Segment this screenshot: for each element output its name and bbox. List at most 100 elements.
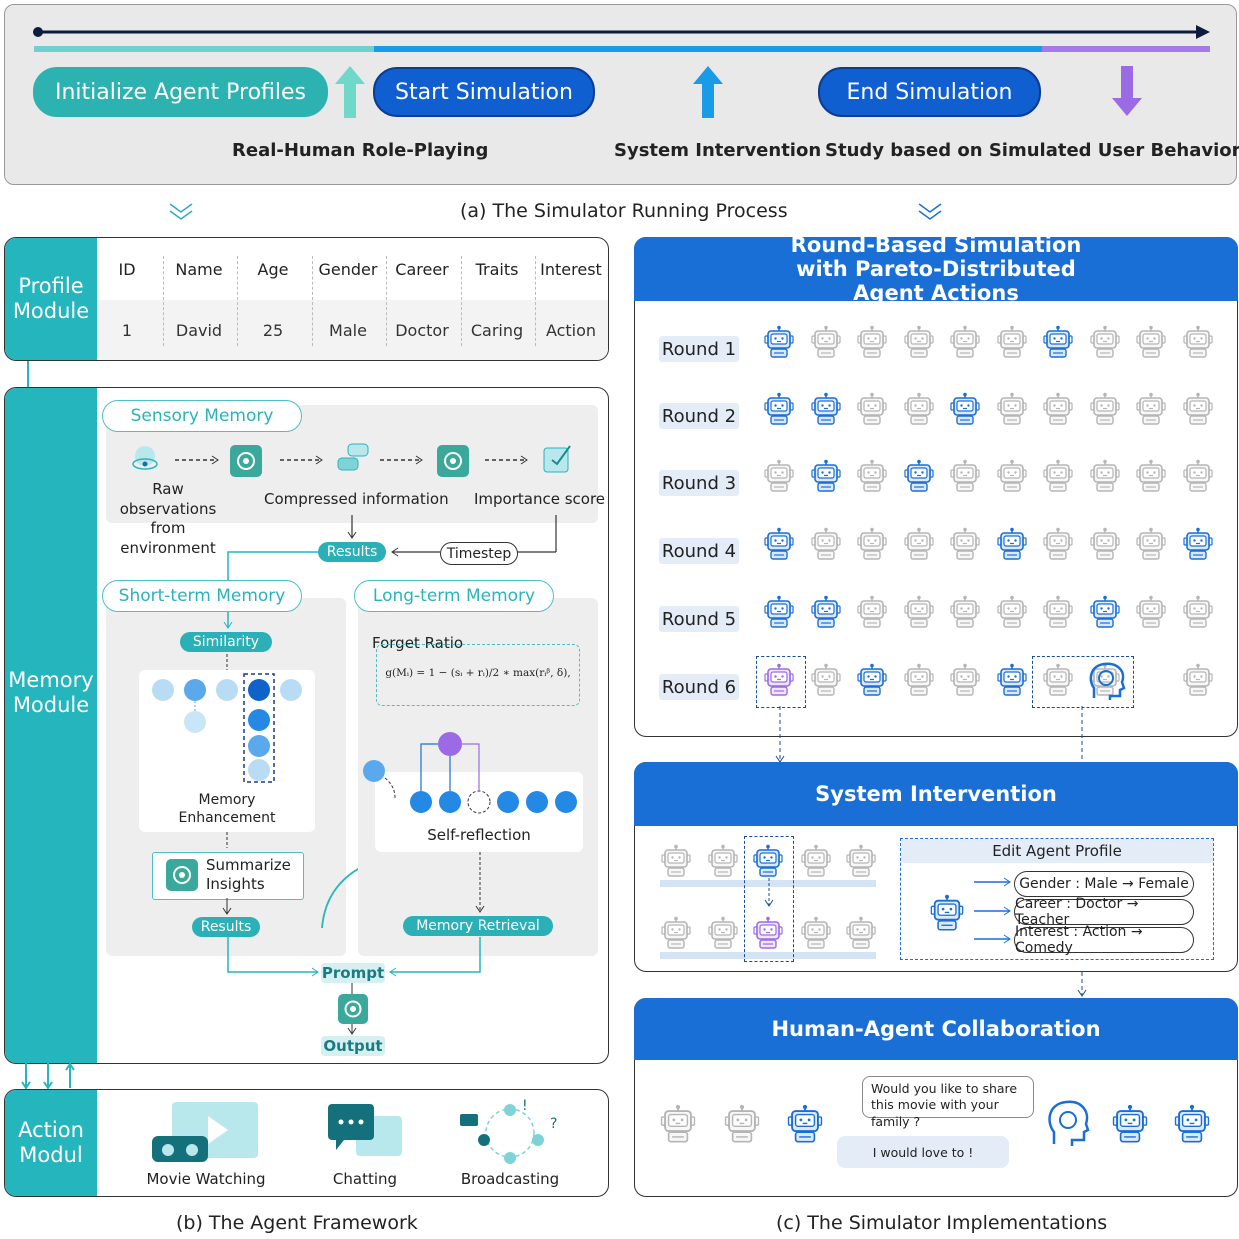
profile-table-header: Gender bbox=[318, 260, 378, 279]
robot-icon bbox=[762, 325, 796, 359]
robot-icon bbox=[1041, 663, 1075, 697]
robot-icon bbox=[902, 527, 936, 561]
long-term-arrows bbox=[347, 852, 485, 1035]
robot-icon bbox=[995, 595, 1029, 629]
self-reflection-text: Self-reflection bbox=[427, 826, 531, 844]
robot-icon bbox=[809, 527, 843, 561]
robot-icon bbox=[1172, 1100, 1212, 1148]
chatting-icon bbox=[328, 1104, 402, 1156]
robot-icon bbox=[995, 459, 1029, 493]
sensory-memory-tag: Sensory Memory bbox=[102, 400, 302, 432]
down-arrow-icon bbox=[1112, 66, 1142, 116]
raw-observations-text: Raw observations from environment bbox=[119, 480, 217, 557]
robot-icon bbox=[799, 916, 833, 950]
robot-icon bbox=[658, 1100, 698, 1148]
edit-chip-gender: Gender : Male → Female bbox=[1014, 871, 1194, 897]
edit-chip-interest: Interest : Action → Comedy bbox=[1014, 924, 1194, 956]
collaboration-title: Human-Agent Collaboration bbox=[634, 998, 1238, 1060]
profile-table-header: Interest bbox=[540, 260, 602, 279]
robot-icon bbox=[1041, 595, 1075, 629]
timestep-chip: Timestep bbox=[440, 542, 518, 565]
robot-icon bbox=[844, 916, 878, 950]
up-arrow-icon bbox=[335, 66, 365, 118]
openai-icon bbox=[166, 859, 198, 891]
chat-compress-icon bbox=[337, 443, 369, 471]
robot-icon bbox=[995, 663, 1029, 697]
robot-icon bbox=[855, 459, 889, 493]
role-play-label: Real-Human Role-Playing bbox=[232, 140, 489, 161]
long-term-tag: Long-term Memory bbox=[354, 580, 554, 612]
robot-icon bbox=[706, 916, 740, 950]
human-brain-icon bbox=[1048, 1100, 1090, 1146]
round-label: Round 1 bbox=[659, 336, 739, 362]
profile-table-cell: Action bbox=[545, 321, 597, 340]
robot-icon bbox=[1181, 459, 1215, 493]
end-simulation-pill: End Simulation bbox=[818, 67, 1041, 117]
robot-icon bbox=[1088, 392, 1122, 426]
module-connectors bbox=[21, 1062, 75, 1090]
profile-table-header: Age bbox=[257, 260, 289, 279]
openai-icon bbox=[338, 994, 368, 1024]
robot-icon bbox=[855, 527, 889, 561]
question-bubble: Would you like to share this movie with … bbox=[862, 1076, 1034, 1129]
robot-icon bbox=[762, 459, 796, 493]
up-arrow-icon bbox=[693, 66, 723, 118]
forget-ratio-text: Forget Ratio bbox=[372, 634, 464, 652]
edit-arrows bbox=[974, 877, 1011, 944]
svg-text:?: ? bbox=[550, 1116, 557, 1132]
intervened-agent-highlight bbox=[744, 836, 794, 962]
robot-icon bbox=[809, 459, 843, 493]
profile-module-title: Profile Module bbox=[12, 274, 90, 324]
robot-icon bbox=[1088, 325, 1122, 359]
round6-highlight-purple bbox=[756, 656, 806, 708]
short-term-tag: Short-term Memory bbox=[102, 580, 302, 612]
openai-icon bbox=[230, 445, 262, 477]
robot-icon bbox=[902, 459, 936, 493]
intervention-title: System Intervention bbox=[634, 762, 1238, 826]
profile-table-cell: Male bbox=[329, 321, 367, 340]
chevron-down-icon bbox=[918, 203, 942, 220]
robot-icon bbox=[1134, 325, 1168, 359]
profile-table-header: ID bbox=[118, 260, 136, 279]
robot-icon bbox=[1181, 527, 1215, 561]
robot-icon bbox=[1088, 527, 1122, 561]
robot-icon bbox=[1041, 392, 1075, 426]
broadcasting-icon: !? bbox=[460, 1098, 557, 1164]
caption-c: (c) The Simulator Implementations bbox=[776, 1212, 1108, 1234]
summarize-text: Summarize Insights bbox=[206, 856, 291, 893]
robot-icon bbox=[1134, 595, 1168, 629]
chevron-down-icon bbox=[169, 203, 193, 220]
caption-a: (a) The Simulator Running Process bbox=[460, 200, 788, 222]
robot-icon bbox=[809, 595, 843, 629]
output-pill: Output bbox=[321, 1036, 385, 1056]
profile-table-header: Name bbox=[175, 260, 223, 279]
robot-icon bbox=[762, 527, 796, 561]
robot-icon bbox=[995, 392, 1029, 426]
profile-table-cell: 25 bbox=[262, 321, 284, 340]
robot-icon bbox=[1134, 459, 1168, 493]
robot-icon bbox=[1181, 595, 1215, 629]
robot-icon bbox=[751, 916, 785, 950]
round-label: Round 4 bbox=[659, 538, 739, 564]
robot-icon bbox=[902, 325, 936, 359]
robot-icon bbox=[995, 325, 1029, 359]
robot-icon bbox=[855, 392, 889, 426]
importance-text: Importance score bbox=[474, 490, 606, 508]
edit-profile-box bbox=[900, 838, 1214, 960]
round-label: Round 5 bbox=[659, 606, 739, 632]
robot-icon bbox=[762, 663, 796, 697]
robot-icon bbox=[855, 325, 889, 359]
robot-icon bbox=[809, 663, 843, 697]
openai-icon bbox=[437, 445, 469, 477]
round6-to-intervention bbox=[775, 706, 1083, 763]
robot-icon bbox=[1181, 325, 1215, 359]
profile-table-cell: 1 bbox=[121, 321, 133, 340]
robot-icon bbox=[948, 595, 982, 629]
profile-table-header: Career bbox=[395, 260, 449, 279]
robot-icon bbox=[751, 844, 785, 878]
memory-module-title: Memory Module bbox=[8, 668, 94, 718]
memory-retrieval-pill: Memory Retrieval bbox=[403, 916, 553, 936]
round6-highlight-human bbox=[1032, 656, 1134, 708]
robot-icon bbox=[722, 1100, 762, 1148]
